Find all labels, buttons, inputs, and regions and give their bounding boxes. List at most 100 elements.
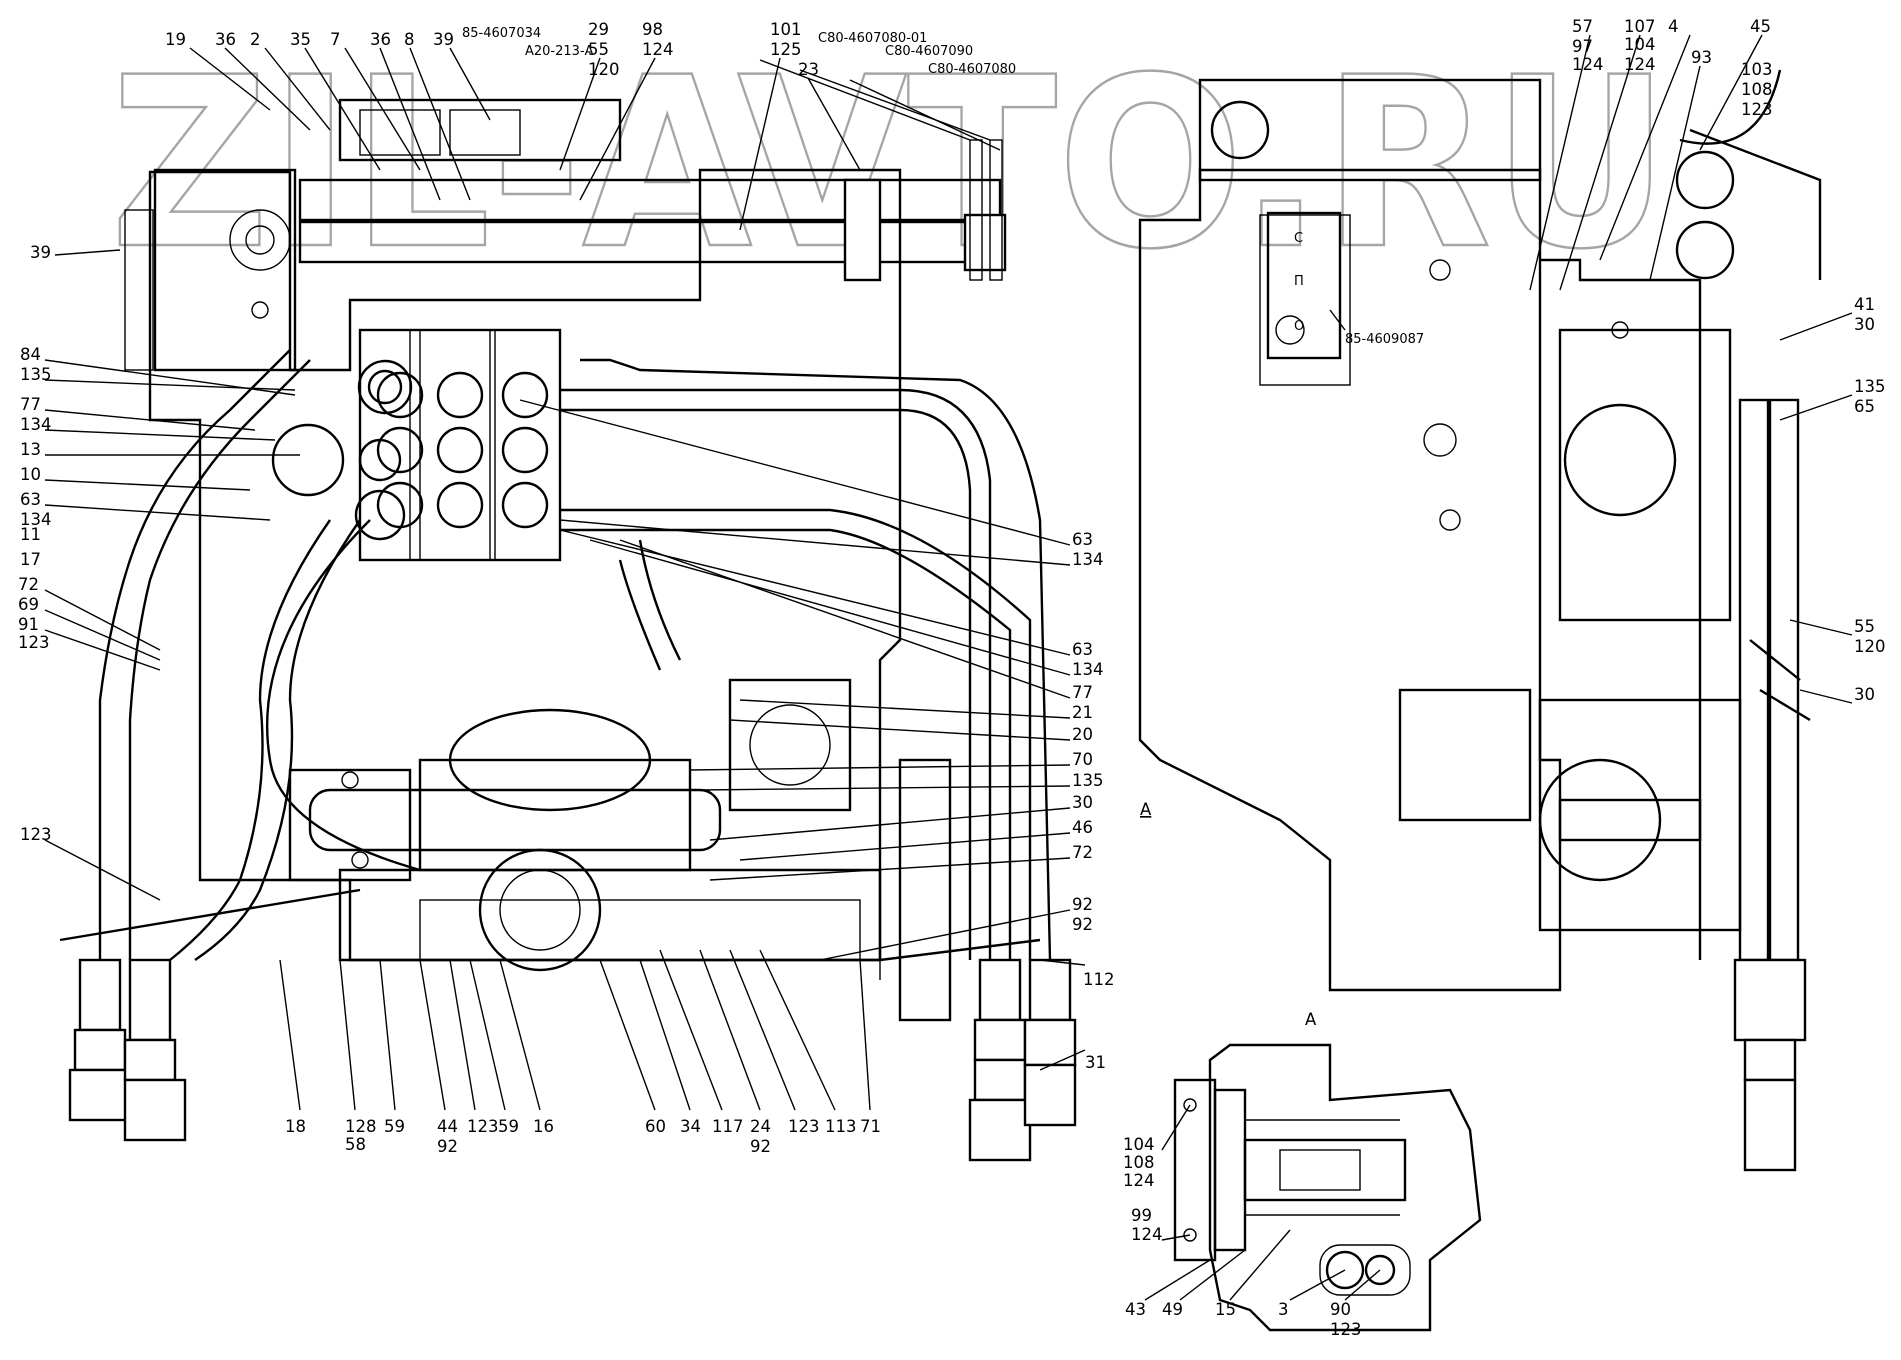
leader-line — [699, 949, 761, 1111]
callout-number: 30 — [1072, 793, 1093, 812]
leader-line — [579, 57, 656, 201]
callout-number: 108 — [1123, 1153, 1155, 1172]
leader-line — [1779, 312, 1853, 341]
callout-number: 92 — [1072, 895, 1093, 914]
view-label-a: А — [1140, 800, 1152, 819]
callout-number: 112 — [1083, 970, 1115, 989]
plate-letter: О — [1294, 319, 1304, 334]
callout-number: 16 — [533, 1117, 554, 1136]
leader-line — [1161, 1234, 1191, 1241]
callout-number: 8 — [404, 30, 415, 49]
callout-number: 4 — [1668, 17, 1679, 36]
leader-line — [559, 57, 601, 171]
callout-number: 104 — [1123, 1135, 1155, 1154]
leader-line — [44, 839, 161, 901]
callout-number: 35 — [290, 30, 311, 49]
section-title-a: А — [1305, 1010, 1317, 1029]
callout-number: 24 — [750, 1117, 771, 1136]
leader-line — [449, 959, 476, 1111]
callout-number: 120 — [588, 60, 620, 79]
leader-line — [189, 47, 271, 111]
callout-number: 77 — [20, 395, 41, 414]
callout-number: 135 — [1854, 377, 1886, 396]
callout-number: 134 — [20, 510, 52, 529]
callout-number: 134 — [1072, 550, 1104, 569]
leader-line — [807, 77, 861, 171]
callout-number: 123 — [20, 825, 52, 844]
part-code-labels: 85-4607034 А20-213-А С80-4607080-01 С80-… — [462, 26, 1424, 347]
callout-number: 123 — [1330, 1320, 1362, 1339]
callout-number: 19 — [165, 30, 186, 49]
callout-number: 92 — [1072, 915, 1093, 934]
part-code: 85-4609087 — [1345, 332, 1424, 347]
callout-number: 59 — [498, 1117, 519, 1136]
leader-line — [519, 399, 1071, 546]
leader-line — [1789, 619, 1853, 636]
plate-letter: С — [1294, 231, 1303, 246]
leader-line — [54, 249, 121, 256]
callout-number: 93 — [1691, 48, 1712, 67]
leader-line — [1559, 34, 1641, 291]
callout-number: 59 — [384, 1117, 405, 1136]
leader-line — [339, 959, 356, 1111]
callout-number: 90 — [1330, 1300, 1351, 1319]
callout-number: 36 — [370, 30, 391, 49]
callout-number: 117 — [712, 1117, 744, 1136]
part-code: 85-4607034 — [462, 26, 541, 41]
leader-line — [709, 857, 1071, 881]
leader-line — [1649, 65, 1701, 281]
callout-number: 135 — [1072, 771, 1104, 790]
callout-number: 30 — [1854, 315, 1875, 334]
leader-line — [44, 359, 296, 396]
callout-number: 134 — [20, 415, 52, 434]
callout-number: 134 — [1072, 660, 1104, 679]
leader-line — [1039, 1049, 1086, 1071]
callout-number: 124 — [1123, 1171, 1155, 1190]
callout-number: 71 — [860, 1117, 881, 1136]
leader-line — [709, 807, 1071, 841]
leader-line — [559, 529, 1071, 656]
callout-number: 128 — [345, 1117, 377, 1136]
callout-number: 23 — [798, 60, 819, 79]
part-code: С80-4607080-01 — [818, 31, 927, 46]
left-assembly-view — [59, 59, 1077, 1162]
leader-line — [469, 959, 506, 1111]
leader-line — [1161, 1104, 1191, 1151]
leader-line — [559, 519, 1071, 566]
callout-number: 135 — [20, 365, 52, 384]
callout-number: 34 — [680, 1117, 701, 1136]
leader-line — [44, 429, 276, 441]
nameplate: С П О — [1266, 211, 1346, 360]
callout-number: 39 — [433, 30, 454, 49]
leader-line — [1039, 959, 1086, 966]
callout-number: 63 — [1072, 530, 1093, 549]
leader-line — [599, 959, 656, 1111]
leader-line — [819, 909, 1071, 961]
leader-line — [1699, 34, 1763, 151]
callout-number: 36 — [215, 30, 236, 49]
callout-number: 123 — [788, 1117, 820, 1136]
leader-line — [739, 699, 1071, 719]
callout-number: 103 — [1741, 60, 1773, 79]
callout-number: 97 — [1572, 37, 1593, 56]
callout-number: 46 — [1072, 818, 1093, 837]
leader-line — [44, 409, 256, 431]
callout-number: 2 — [250, 30, 261, 49]
leader-line — [1229, 1229, 1291, 1301]
leader-line — [1144, 1259, 1211, 1301]
leader-line — [44, 629, 161, 671]
callout-number: 45 — [1750, 17, 1771, 36]
leader-line — [739, 832, 1071, 861]
callout-number: 65 — [1854, 397, 1875, 416]
callout-number: 124 — [642, 40, 674, 59]
callout-number: 124 — [1624, 55, 1656, 74]
callout-number: 21 — [1072, 703, 1093, 722]
callout-number: 107 — [1624, 17, 1656, 36]
callout-number: 30 — [1854, 685, 1875, 704]
callout-number: 44 — [437, 1117, 458, 1136]
callout-number: 72 — [1072, 843, 1093, 862]
leader-line — [44, 504, 271, 521]
callout-number: 41 — [1854, 295, 1875, 314]
section-a-view — [1173, 1043, 1482, 1332]
